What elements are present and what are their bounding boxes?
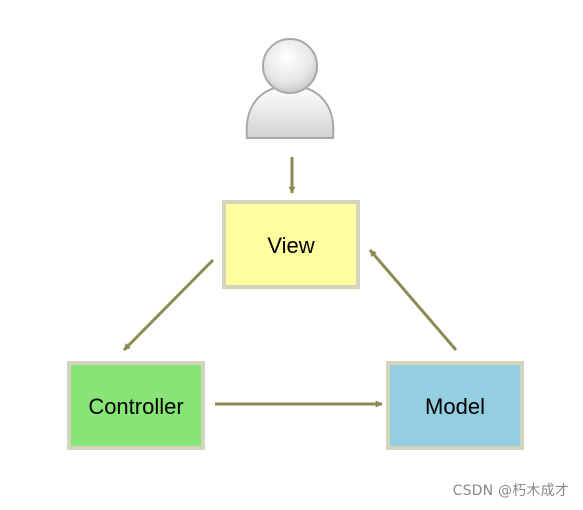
user-icon [245,38,335,139]
view-label: View [267,233,314,258]
controller-label: Controller [88,394,183,419]
view-node: View [222,200,360,289]
model-box [386,361,524,450]
watermark: CSDN @朽木成才 [452,483,569,499]
controller-node: Controller [67,361,205,450]
arrow-model-to-view [368,249,458,351]
arrows [122,157,458,408]
model-label: Model [425,394,485,419]
view-box [222,200,360,289]
model-node: Model [386,361,524,450]
arrow-view-to-controller [122,258,215,352]
controller-box [67,361,205,450]
